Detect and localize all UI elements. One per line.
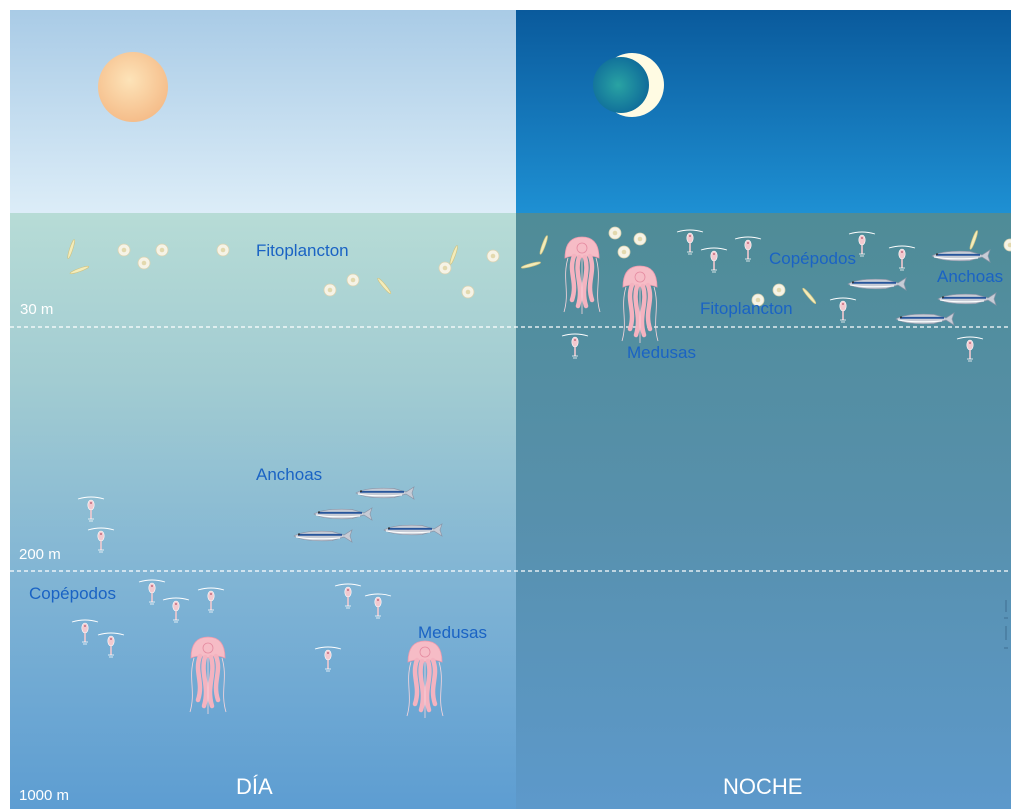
night-panel [516,10,1011,809]
day-sky [10,10,516,213]
day-label-copepodos: Copépodos [29,584,116,604]
night-title: NOCHE [723,774,802,800]
phytoplankton-icon [138,257,150,269]
night-label-fitoplancton: Fitoplancton [700,299,793,319]
phytoplankton-icon [487,250,499,262]
day-water [10,213,516,809]
day-label-medusas: Medusas [418,623,487,643]
phytoplankton-icon [217,244,229,256]
phytoplankton-icon [618,246,630,258]
phytoplankton-icon [118,244,130,256]
night-sky [516,10,1011,213]
phytoplankton-icon [634,233,646,245]
phytoplankton-icon [462,286,474,298]
phytoplankton-icon [156,244,168,256]
depth-label-1000m: 1000 m [19,787,69,804]
phytoplankton-icon [609,227,621,239]
phytoplankton-icon [439,262,451,274]
depth-label-30m: 30 m [20,301,53,318]
phytoplankton-icon [324,284,336,296]
night-label-anchoas: Anchoas [937,267,1003,287]
sun-icon [98,52,168,122]
day-label-fitoplancton: Fitoplancton [256,241,349,261]
night-label-copepodos: Copépodos [769,249,856,269]
phytoplankton-icon [347,274,359,286]
day-label-anchoas: Anchoas [256,465,322,485]
day-title: DÍA [236,774,273,800]
day-panel [10,10,516,809]
night-label-medusas: Medusas [627,343,696,363]
depth-label-200m: 200 m [19,546,61,563]
phytoplankton-icon [773,284,785,296]
